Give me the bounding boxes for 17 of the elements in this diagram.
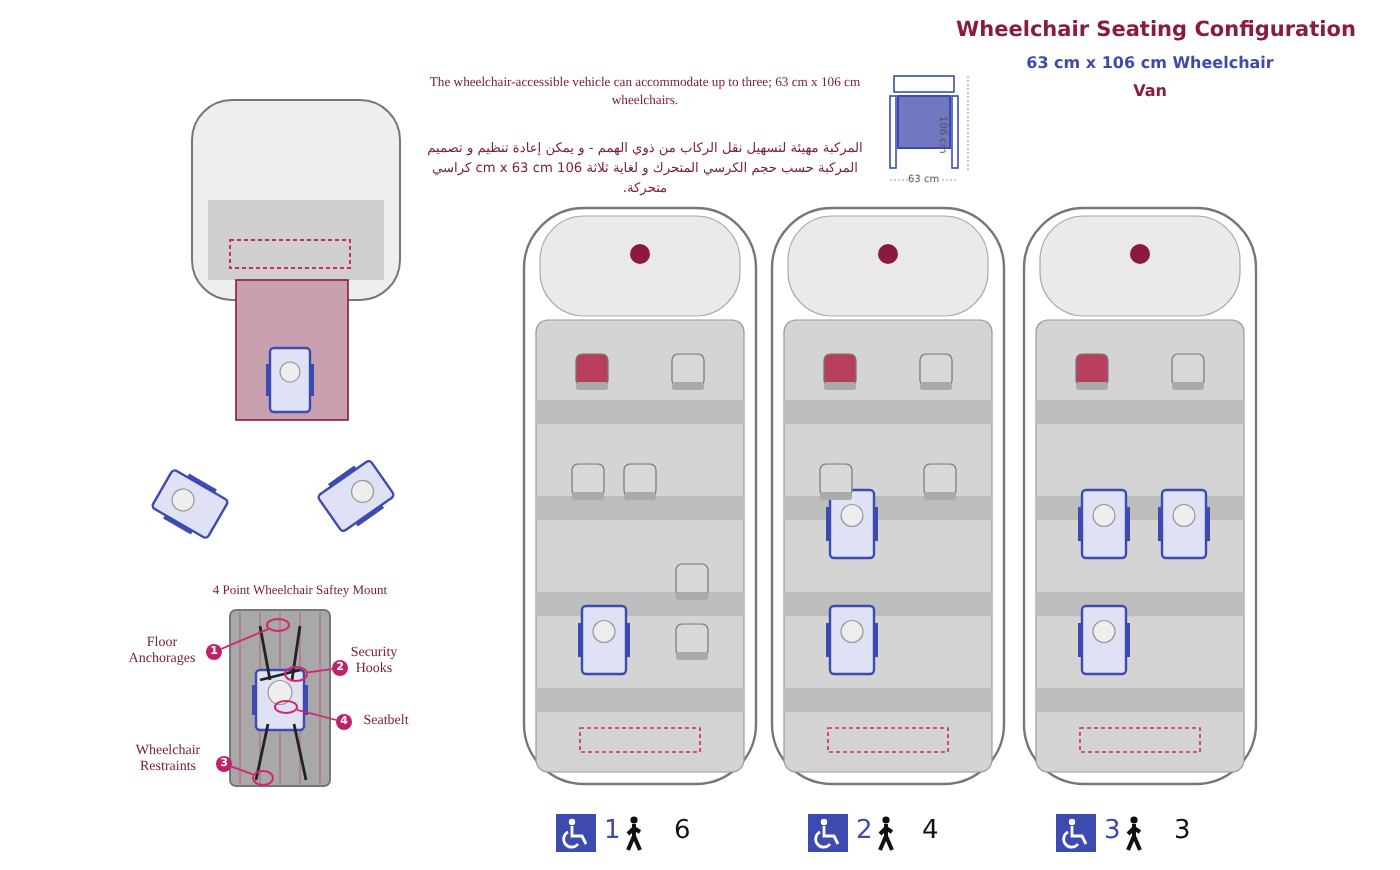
title: Wheelchair Seating Configuration — [956, 18, 1356, 42]
callout-marker — [284, 666, 308, 682]
subtitle: 63 cm x 106 cm Wheelchair — [1024, 54, 1276, 72]
leader-line — [230, 765, 255, 776]
wheelchair-count: 1 — [604, 816, 621, 846]
leader-line — [220, 628, 270, 650]
callout-marker — [274, 700, 298, 714]
subtitle: Van — [1131, 82, 1169, 100]
passenger-count: 3 — [1174, 816, 1191, 846]
wheelchair-count: 2 — [856, 816, 873, 846]
passenger-count: 6 — [674, 816, 691, 846]
wheelchair-count: 3 — [1104, 816, 1121, 846]
callout-marker — [252, 770, 274, 786]
callout-marker — [266, 618, 290, 632]
leader-line — [306, 668, 333, 674]
passenger-count: 4 — [922, 816, 939, 846]
leader-line — [296, 708, 338, 721]
